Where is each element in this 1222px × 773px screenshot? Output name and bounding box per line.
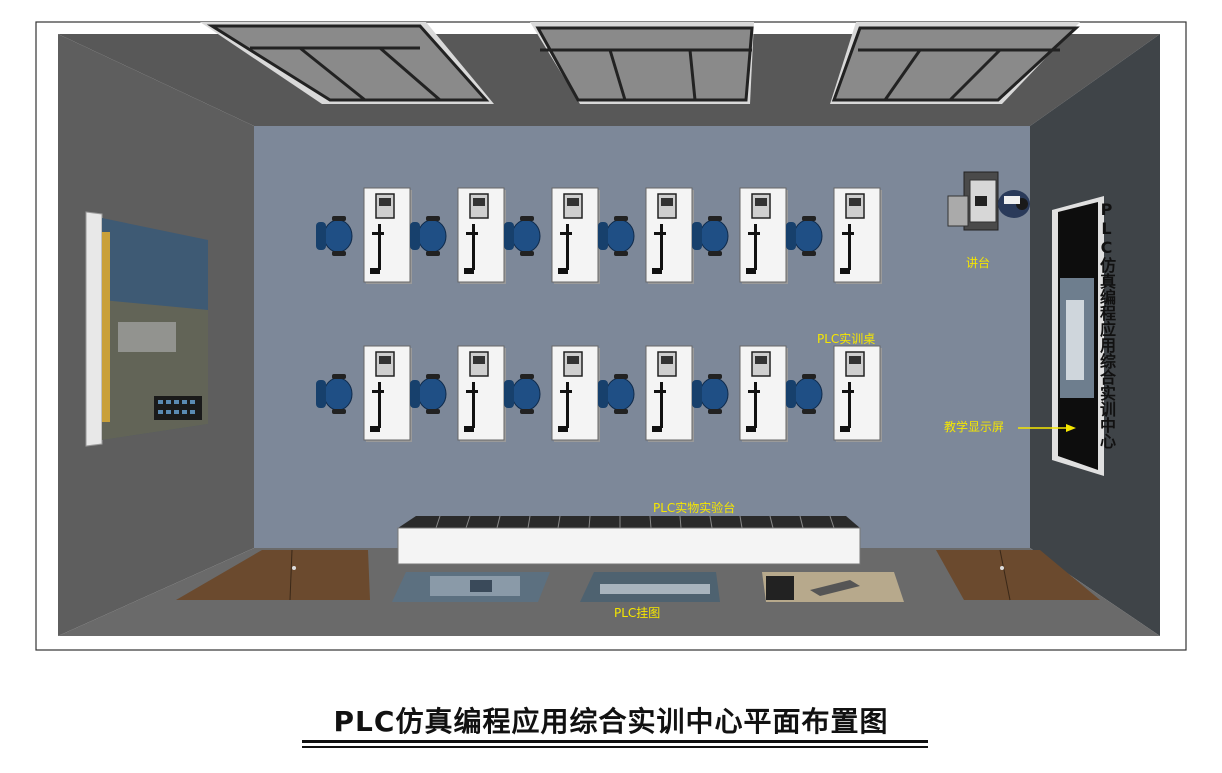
plc-training-desk <box>833 345 882 442</box>
podium-label: 讲台 <box>966 256 991 270</box>
plc-training-desk <box>645 345 694 442</box>
student-chair <box>410 216 447 256</box>
plc-training-desk <box>739 187 788 284</box>
student-chair <box>504 216 541 256</box>
student-chair <box>316 374 353 414</box>
student-chair <box>786 216 823 256</box>
plc-training-desk <box>739 345 788 442</box>
left-wall-screen <box>85 211 208 447</box>
student-chair <box>598 216 635 256</box>
wall-sign: PLC仿真编程应用综合实训中心 <box>1097 200 1116 449</box>
floor-plan <box>35 21 1187 651</box>
desk-row-1 <box>316 187 882 284</box>
plc-training-desk <box>363 187 412 284</box>
page-title: PLC仿真编程应用综合实训中心平面布置图 <box>333 705 889 738</box>
wall-chart-label: PLC挂图 <box>614 606 661 620</box>
student-chair <box>692 216 729 256</box>
plc-lab-bench <box>397 515 861 565</box>
plc-training-desk <box>551 345 600 442</box>
student-chair <box>316 216 353 256</box>
plc-training-desk <box>457 187 506 284</box>
door-right <box>936 549 1100 601</box>
title-underline-thin <box>302 746 928 748</box>
desk-row-2 <box>316 345 882 442</box>
student-chair <box>410 374 447 414</box>
student-chair <box>786 374 823 414</box>
plc-training-desk <box>551 187 600 284</box>
training-desk-label: PLC实训桌 <box>817 332 876 346</box>
door-left <box>176 549 370 601</box>
window-right <box>830 22 1080 104</box>
title-underline-thick <box>302 740 928 743</box>
student-chair <box>692 374 729 414</box>
teaching-display-screen <box>1052 196 1104 476</box>
wall-chart-1 <box>392 572 550 602</box>
wall-chart-2 <box>580 572 720 602</box>
plc-training-desk <box>457 345 506 442</box>
lab-bench-label: PLC实物实验台 <box>653 501 736 515</box>
plc-training-desk <box>833 187 882 284</box>
wall-chart-3 <box>762 572 904 602</box>
plc-training-desk <box>363 345 412 442</box>
display-arrow-head <box>1066 424 1076 432</box>
student-chair <box>504 374 541 414</box>
plc-training-desk <box>645 187 694 284</box>
window-left <box>200 22 494 104</box>
student-chair <box>598 374 635 414</box>
display-screen-label: 教学显示屏 <box>944 420 1005 434</box>
window-middle <box>530 22 754 104</box>
podium <box>947 171 1030 231</box>
